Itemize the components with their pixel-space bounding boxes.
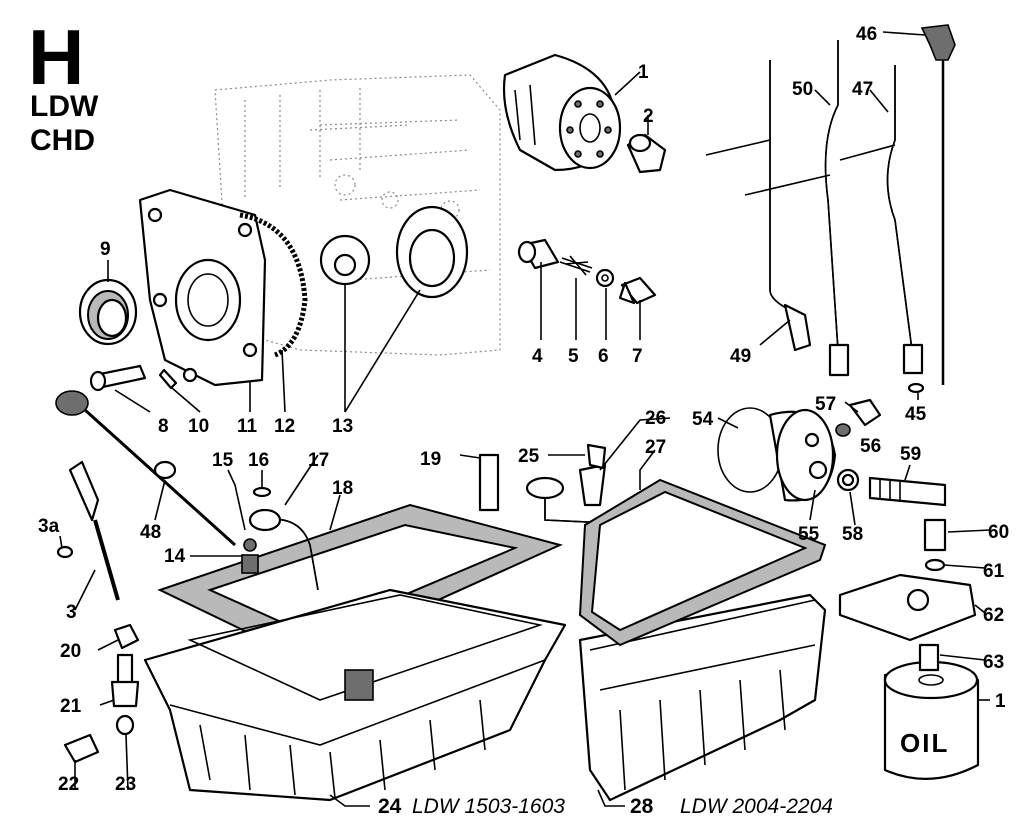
callout-48: 48 (140, 522, 161, 543)
callout-3: 3 (66, 602, 77, 623)
leader-lines (59, 31, 991, 807)
callout-22: 22 (58, 774, 79, 795)
callout-10: 10 (188, 416, 209, 437)
oil-filter-top (502, 53, 622, 172)
oil-sump-24 (143, 588, 567, 802)
pressure-switch (835, 398, 882, 437)
oil-filter-bottom: OIL (883, 643, 980, 780)
callout-63: 63 (983, 652, 1004, 673)
dipstick-48 (55, 390, 237, 547)
variant-text-24: LDW 1503-1603 (412, 795, 565, 818)
callout-12: 12 (274, 416, 295, 437)
gasket-12 (239, 212, 308, 358)
callout-2: 2 (643, 106, 654, 127)
screw-8-pin-10 (89, 364, 178, 392)
callout-9: 9 (100, 239, 111, 260)
callout-6: 6 (598, 346, 609, 367)
oil-filter-label: OIL (900, 728, 949, 758)
callout-49: 49 (730, 346, 751, 367)
callout-45: 45 (905, 404, 927, 425)
callout-5: 5 (568, 346, 579, 367)
oil-pump-cover (138, 188, 267, 387)
callout-27: 27 (645, 437, 666, 458)
engine-line-chd: CHD (30, 124, 95, 157)
engine-line-ldw: LDW (30, 90, 99, 123)
variant-caption-24: 24 LDW 1503-1603 (378, 795, 565, 818)
variant-part-24: 24 (378, 795, 402, 818)
dipstick-3 (56, 460, 120, 601)
callout-11: 11 (237, 416, 258, 437)
callout-25: 25 (518, 446, 540, 467)
callout-1b: 1 (995, 691, 1006, 712)
callout-15: 15 (212, 450, 234, 471)
callout-61: 61 (983, 561, 1005, 582)
callout-46: 46 (856, 24, 877, 45)
callout-54: 54 (692, 409, 714, 430)
callout-18: 18 (332, 478, 353, 499)
callout-47: 47 (852, 79, 873, 100)
callout-labels: 1 2 4 5 6 7 9 8 10 11 12 13 46 50 47 49 … (38, 24, 1009, 795)
callout-13: 13 (332, 416, 353, 437)
callout-14: 14 (164, 546, 186, 567)
filter-adapter-parts (838, 476, 977, 642)
callout-3a: 3a (38, 516, 60, 537)
sump-gasket-27 (578, 478, 827, 647)
oil-cooler (717, 407, 860, 502)
callout-19: 19 (420, 449, 441, 470)
dipstick-tubes (705, 24, 956, 394)
callout-62: 62 (983, 605, 1004, 626)
variant-part-28: 28 (630, 795, 654, 818)
callout-26: 26 (645, 408, 666, 429)
callout-57: 57 (815, 394, 836, 415)
callout-7: 7 (632, 346, 643, 367)
callout-21: 21 (60, 696, 82, 717)
callout-4: 4 (532, 346, 543, 367)
callout-60: 60 (988, 522, 1009, 543)
section-letter: H (28, 13, 84, 101)
callout-17: 17 (308, 450, 329, 471)
callout-50: 50 (792, 79, 813, 100)
callout-8: 8 (158, 416, 169, 437)
valve-parts (517, 238, 657, 305)
variant-caption-28: 28 LDW 2004-2204 (630, 795, 833, 818)
callout-16: 16 (248, 450, 269, 471)
seal-9 (78, 278, 138, 346)
small-parts-14-16 (241, 486, 272, 574)
suction-tubes (248, 443, 664, 591)
callout-55: 55 (798, 524, 820, 545)
drain-plugs (63, 623, 140, 764)
callout-56: 56 (860, 436, 881, 457)
callout-20: 20 (60, 641, 81, 662)
nipple-2 (626, 133, 667, 174)
oil-sump-28 (578, 593, 827, 802)
gears-13 (319, 205, 469, 299)
variant-text-28: LDW 2004-2204 (680, 795, 833, 818)
callout-23: 23 (115, 774, 136, 795)
callout-1a: 1 (638, 62, 649, 83)
callout-59: 59 (900, 444, 921, 465)
callout-58: 58 (842, 524, 863, 545)
